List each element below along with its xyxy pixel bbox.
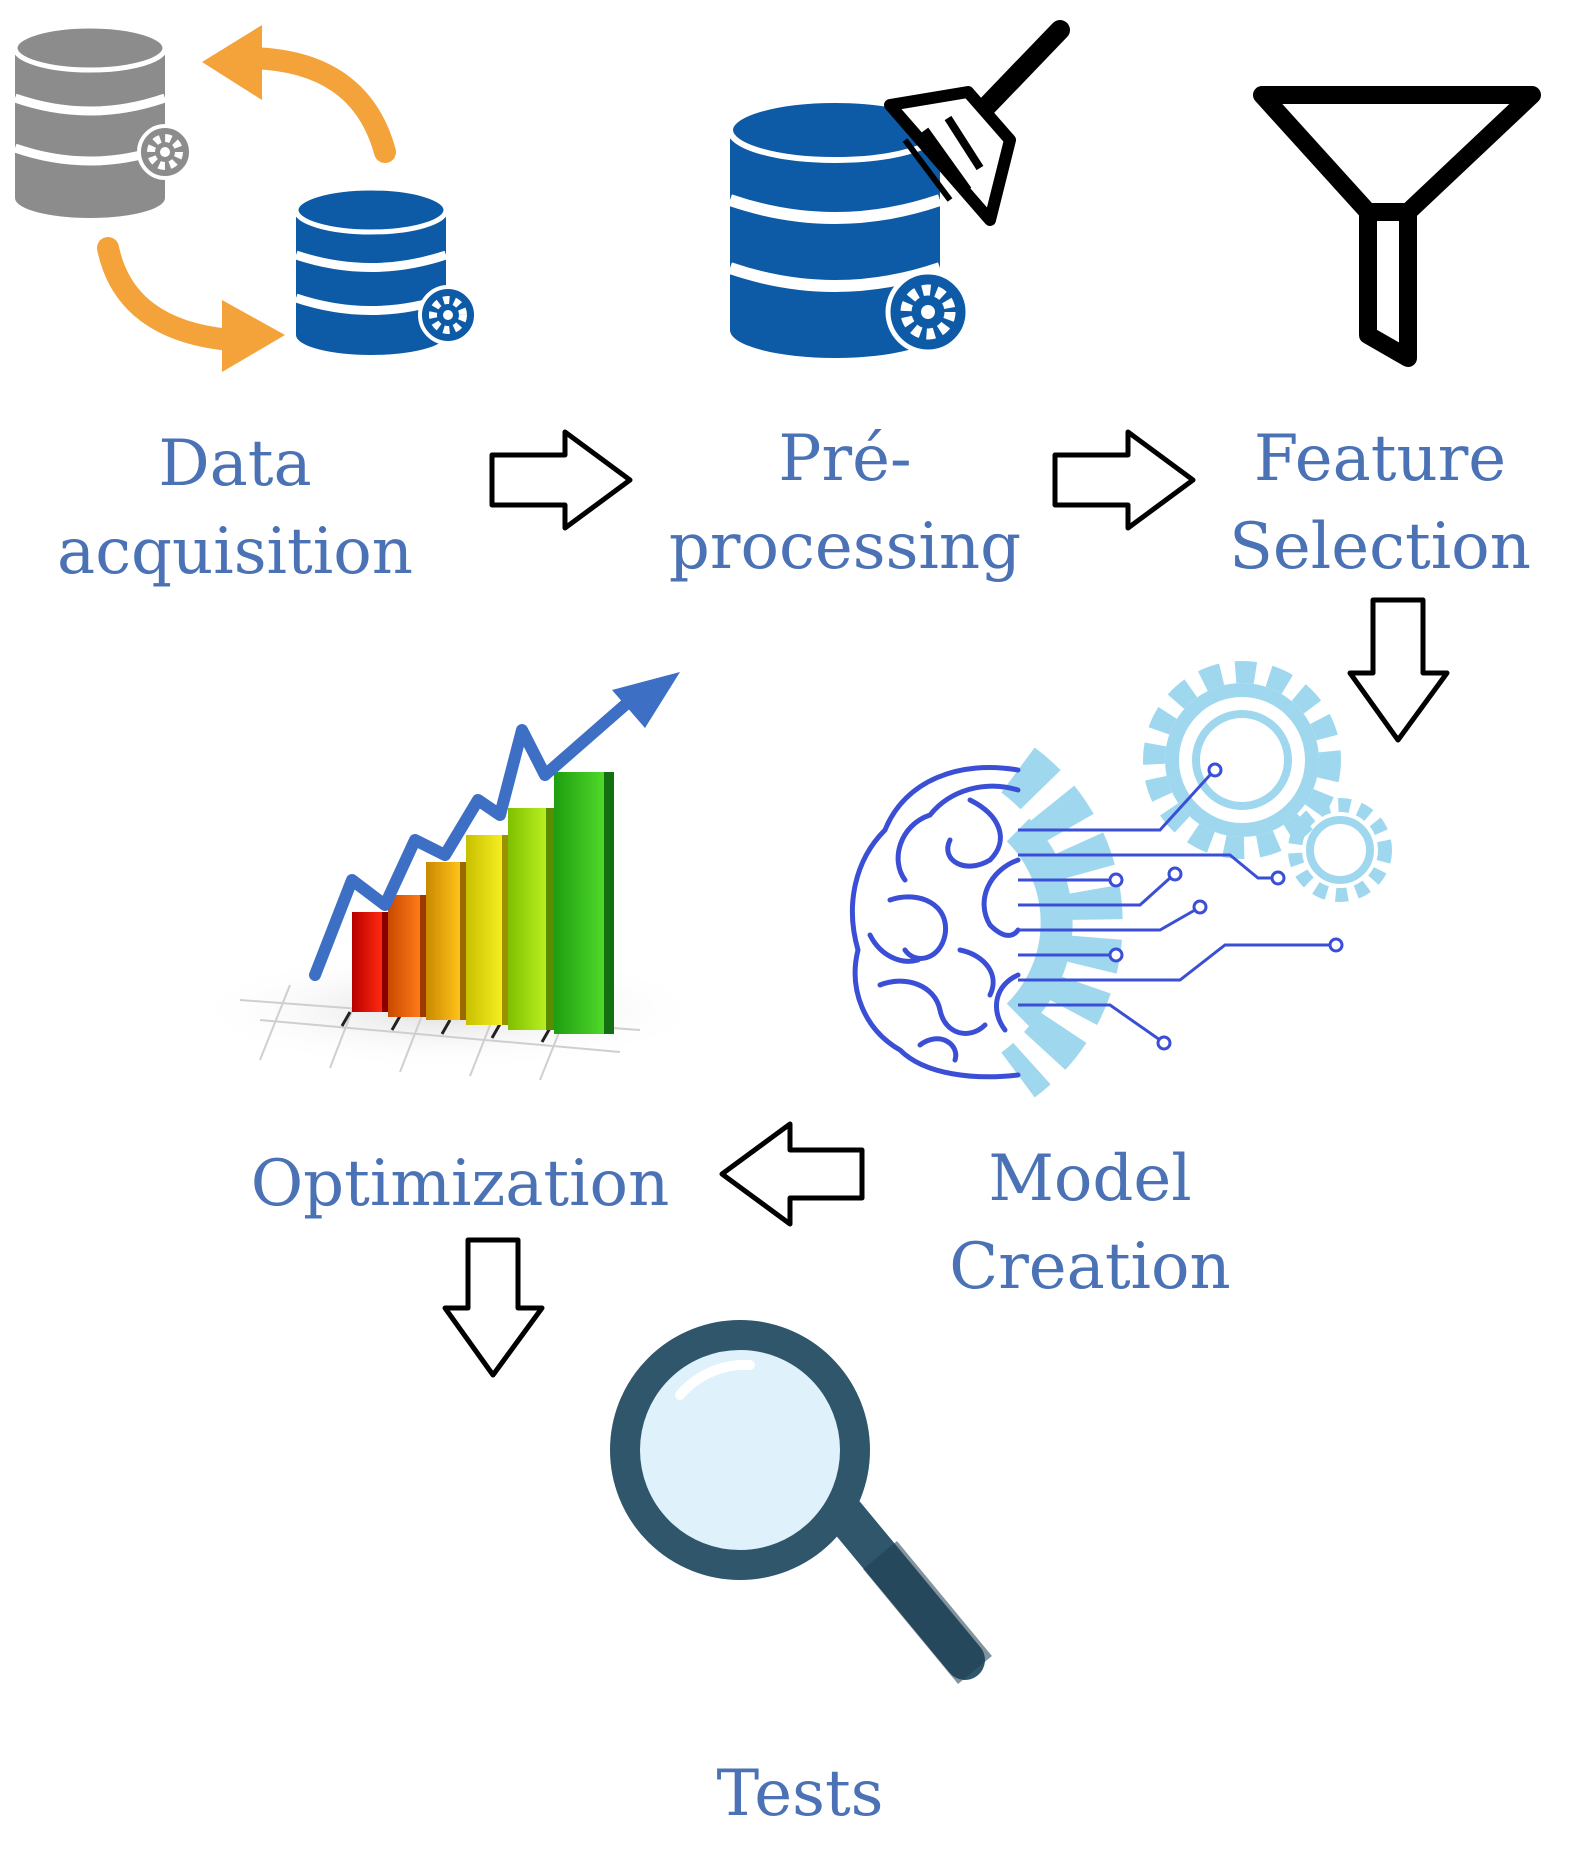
step-label-line: Feature — [1253, 422, 1507, 496]
gray-database-icon — [12, 23, 193, 218]
gear-icon — [1288, 798, 1392, 902]
step-label-tests: Tests — [650, 1750, 950, 1838]
flow-arrow-down-icon — [442, 1237, 545, 1378]
step-label-line: Creation — [949, 1230, 1231, 1304]
database-broom-icon — [727, 20, 1070, 358]
funnel-icon — [1253, 86, 1541, 367]
brain-icon — [850, 765, 1021, 1080]
flow-arrow-right-icon — [489, 429, 633, 531]
brain-gears-icon — [850, 661, 1392, 1098]
gear-icon — [1000, 747, 1123, 1098]
orange-arrow-head-icon — [202, 25, 262, 100]
orange-arrow-head-icon — [222, 300, 285, 372]
step-label-line: Tests — [716, 1757, 884, 1831]
blue-database-icon — [293, 185, 478, 355]
broom-icon — [884, 20, 1070, 226]
growth-chart-icon — [190, 672, 710, 1081]
step-label-line: processing — [668, 510, 1022, 584]
step-label-line: Selection — [1229, 510, 1531, 584]
step-label-line: Data — [158, 427, 312, 501]
step-label-line: acquisition — [57, 515, 413, 589]
step-label-preprocessing: Pré- processing — [640, 415, 1050, 591]
step-label-optimization: Optimization — [230, 1140, 690, 1228]
blue-database-icon — [727, 97, 971, 358]
step-label-feature-selection: Feature Selection — [1195, 415, 1565, 591]
database-sync-icon — [12, 23, 478, 372]
step-label-line: Pré- — [778, 422, 912, 496]
flow-arrow-left-icon — [719, 1121, 865, 1227]
gear-icon — [1143, 661, 1341, 859]
circuit-lines-icon — [1018, 773, 1330, 1042]
magnifier-icon — [610, 1320, 992, 1685]
step-label-line: Optimization — [250, 1147, 670, 1221]
step-label-line: Model — [988, 1142, 1192, 1216]
flow-arrow-right-icon — [1052, 429, 1196, 531]
step-label-model-creation: Model Creation — [920, 1135, 1260, 1311]
step-label-data-acquisition: Data acquisition — [30, 420, 440, 596]
flow-arrow-down-icon — [1347, 597, 1450, 743]
